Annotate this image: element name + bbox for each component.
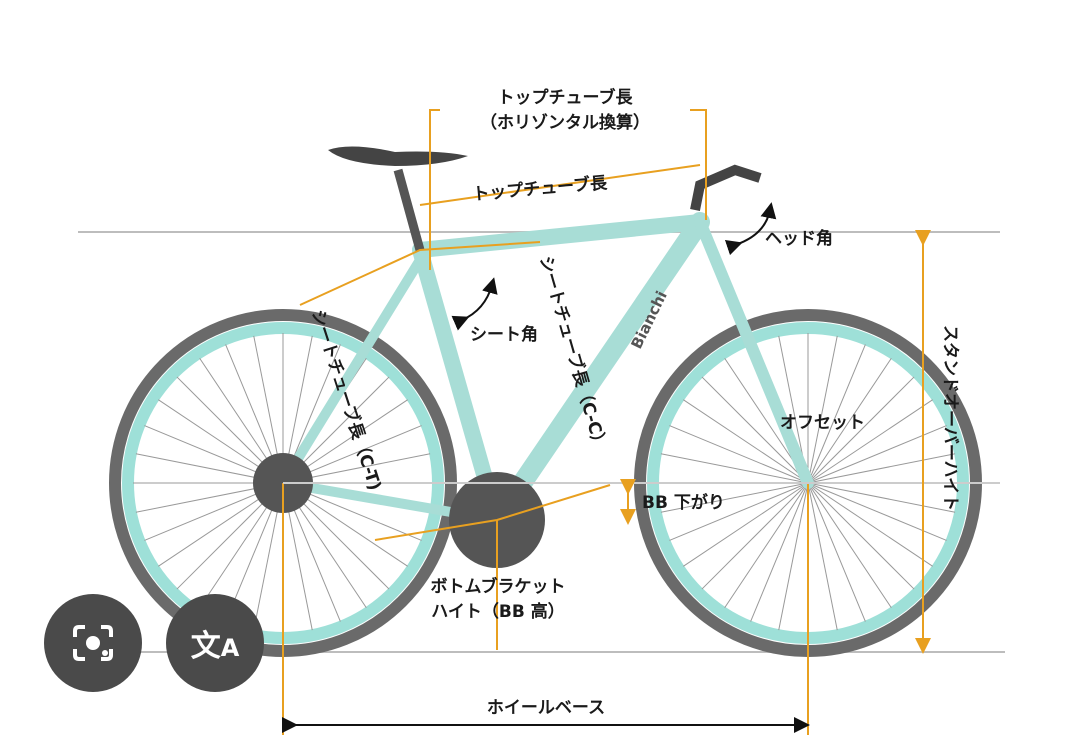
offset-label: オフセット <box>780 413 865 433</box>
spoke <box>807 482 838 631</box>
translate-icon: 文A <box>190 629 240 664</box>
seat-angle-arrow <box>451 277 498 331</box>
top-tube-label: トップチューブ長 <box>472 172 609 205</box>
spoke <box>807 425 947 484</box>
head-angle-label: ヘッド角 <box>765 228 833 249</box>
saddle <box>328 146 468 166</box>
spoke <box>807 482 915 590</box>
spoke <box>669 482 809 541</box>
handlebar <box>690 164 762 211</box>
spoke <box>701 482 809 590</box>
spoke <box>683 482 809 567</box>
dimension-lines <box>282 109 1000 735</box>
spoke <box>807 376 915 484</box>
bb-height-label: ボトムブラケット <box>431 576 566 597</box>
spoke <box>807 482 933 567</box>
spoke <box>778 482 809 631</box>
spoke <box>807 335 838 484</box>
spoke <box>660 482 809 513</box>
wheelbase-label: ホイールベース <box>487 698 605 718</box>
standover-label: スタンドオーバーハイト <box>940 325 960 511</box>
spoke <box>724 482 809 608</box>
spoke <box>750 482 809 622</box>
spoke <box>807 482 947 541</box>
spoke <box>807 358 892 484</box>
spoke <box>807 482 866 622</box>
head-angle-arrow <box>724 202 777 256</box>
bb-drop-label: BB 下がり <box>642 492 725 513</box>
spoke <box>660 453 809 484</box>
spoke <box>807 482 892 608</box>
spoke <box>807 399 933 484</box>
top-tube-horizontal-label: トップチューブ長 <box>498 87 634 108</box>
spoke <box>683 399 809 484</box>
seat-post <box>393 168 425 252</box>
lens-camera-icon <box>73 625 113 661</box>
lens-search-button[interactable] <box>44 594 142 692</box>
spoke <box>701 376 809 484</box>
seat-angle-label: シート角 <box>470 324 538 345</box>
translate-button[interactable]: 文A <box>166 594 264 692</box>
top-tube-horizontal-sub-label: （ホリゾンタル換算） <box>480 112 650 133</box>
bb-height-sub-label: ハイト（BB 高） <box>431 601 565 622</box>
spoke <box>807 344 866 484</box>
spoke <box>669 425 809 484</box>
